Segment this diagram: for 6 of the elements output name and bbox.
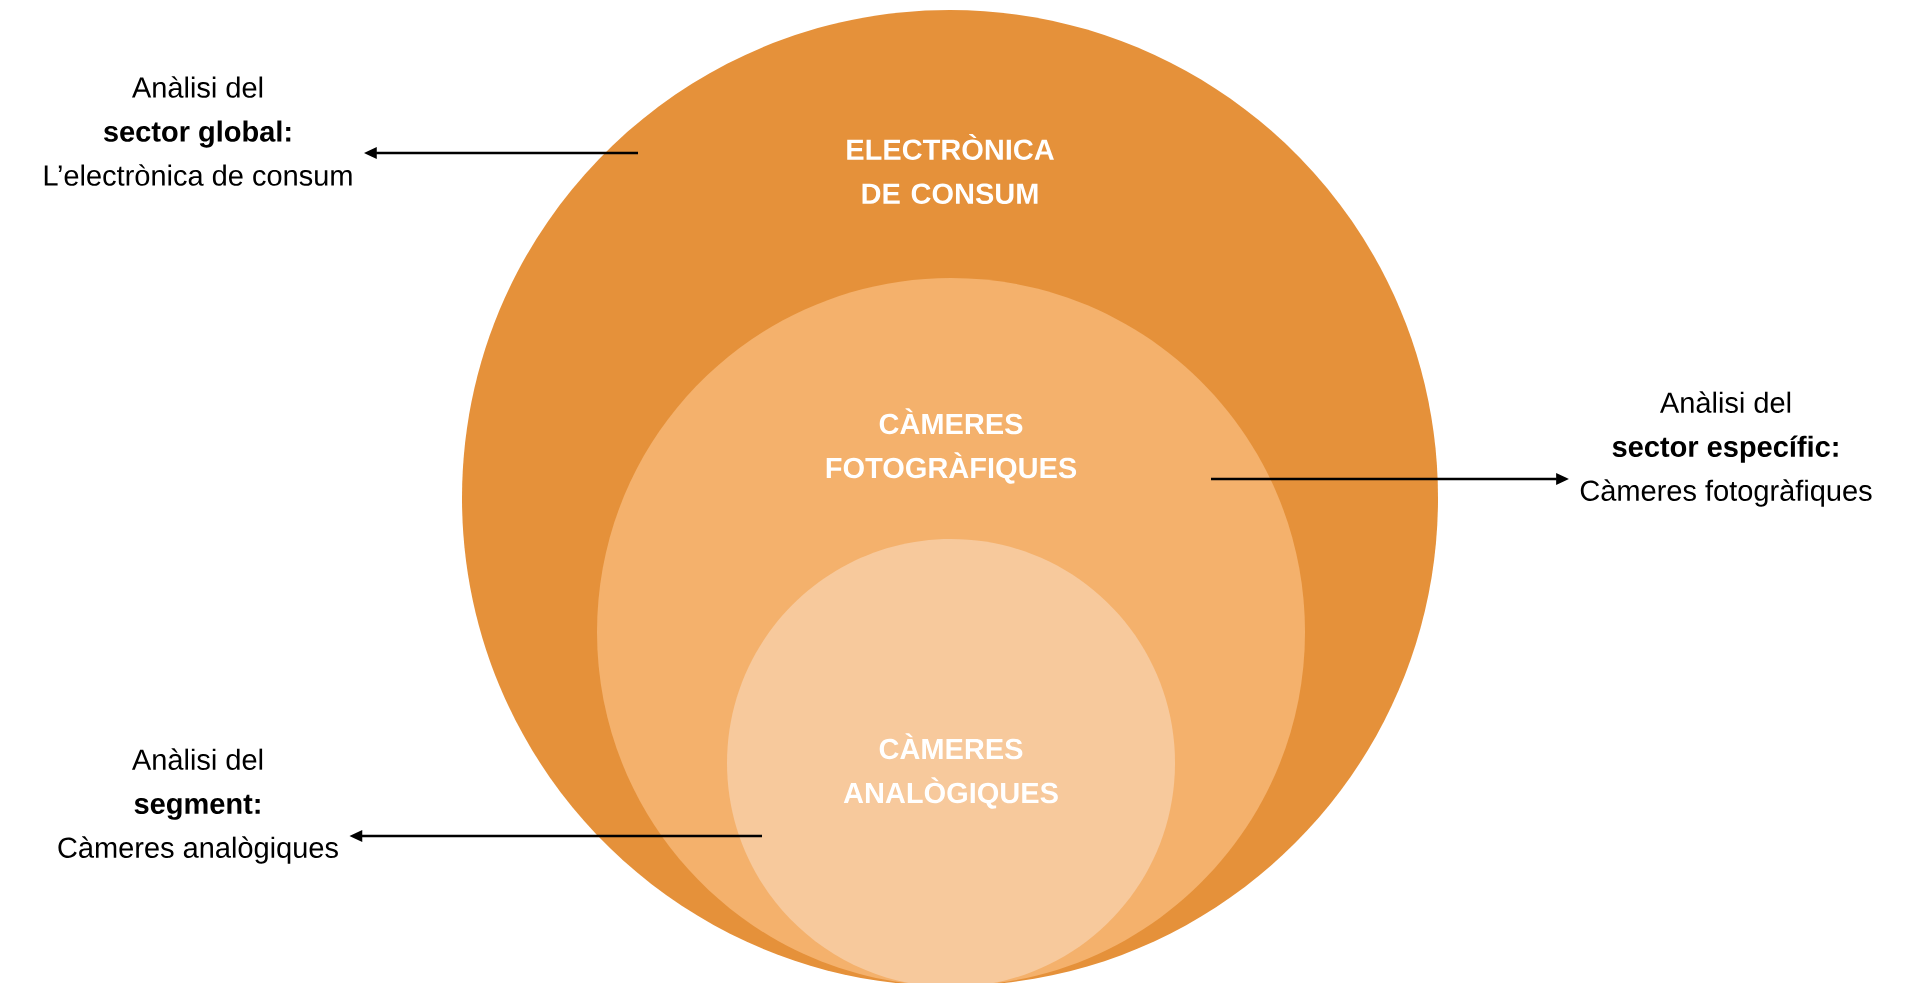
annotation-text: Anàlisi del sector global: L’electrònica de consum xyxy=(44,76,352,186)
circle-label: CÀMERES FOTOGRÀFIQUES xyxy=(826,408,1077,484)
circle-label: ELECTRÒNICA DE CONSUM xyxy=(847,134,1054,204)
annotation-text: Anàlisi del sector específic: Càmeres fotogràfiques xyxy=(1580,391,1872,507)
annotation-text: Anàlisi del segment: Càmeres analògiques xyxy=(58,748,338,864)
circle-label: CÀMERES ANALÒGIQUES xyxy=(843,733,1058,809)
